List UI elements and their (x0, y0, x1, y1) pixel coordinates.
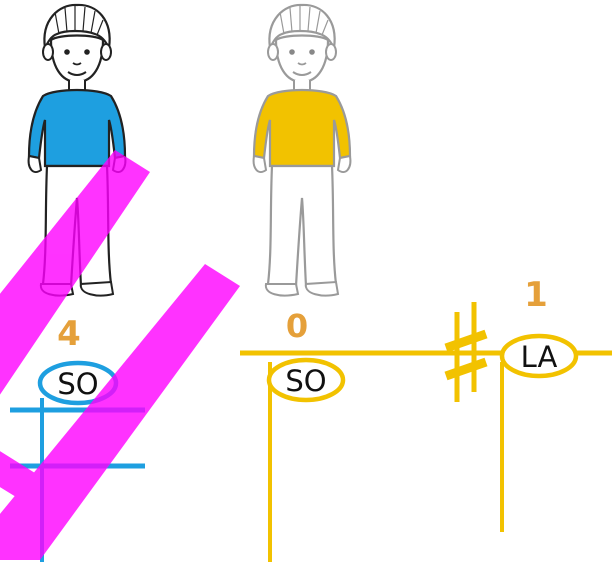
note-label-mid: SO (285, 364, 326, 398)
boy-yellow-shirt (252, 3, 352, 297)
note-label-right: LA (521, 340, 558, 374)
count-mid: 0 (286, 307, 308, 345)
count-right: 1 (524, 275, 548, 315)
count-left: 4 (57, 314, 81, 354)
magenta-stripe-watermark (0, 150, 240, 560)
note-oval-mid (266, 357, 346, 403)
sharp-sign-icon (444, 302, 488, 402)
note-oval-right (499, 333, 579, 379)
note-label-left: SO (57, 367, 98, 401)
